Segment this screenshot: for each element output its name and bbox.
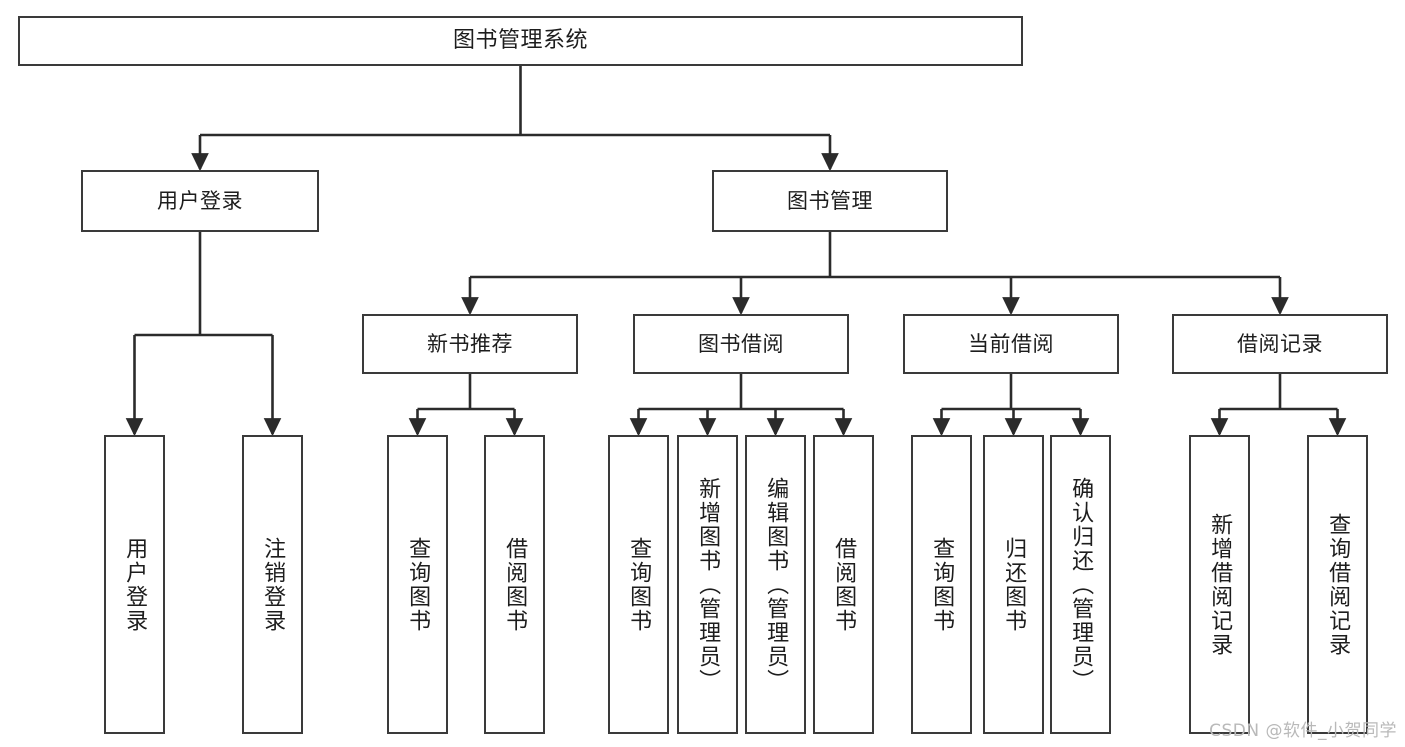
node-new-book-recommendation[interactable]: 新书推荐 bbox=[362, 314, 578, 374]
node-label: 新增图书（管理员） bbox=[695, 476, 721, 693]
node-root-book-management-system[interactable]: 图书管理系统 bbox=[18, 16, 1023, 66]
node-label: 编辑图书（管理员） bbox=[763, 476, 789, 693]
node-leaf-query-borrow-record[interactable]: 查询借阅记录 bbox=[1307, 435, 1368, 734]
node-label: 图书管理系统 bbox=[452, 28, 588, 54]
node-label: 图书借阅 bbox=[698, 331, 784, 356]
node-label: 当前借阅 bbox=[968, 331, 1054, 356]
node-label: 借阅图书 bbox=[831, 536, 857, 633]
node-leaf-borrow-books[interactable]: 借阅图书 bbox=[813, 435, 874, 734]
node-label: 注销登录 bbox=[260, 536, 286, 633]
node-leaf-user-login[interactable]: 用户登录 bbox=[104, 435, 165, 734]
csdn-watermark: CSDN @软件_小贺同学 bbox=[1209, 721, 1397, 741]
node-user-login-module[interactable]: 用户登录 bbox=[81, 170, 319, 232]
node-label: 归还图书 bbox=[1001, 536, 1027, 633]
node-leaf-query-books-recommendation[interactable]: 查询图书 bbox=[387, 435, 448, 734]
node-leaf-logout[interactable]: 注销登录 bbox=[242, 435, 303, 734]
node-book-management-module[interactable]: 图书管理 bbox=[712, 170, 948, 232]
node-label: 用户登录 bbox=[122, 536, 148, 633]
node-leaf-confirm-return-admin[interactable]: 确认归还（管理员） bbox=[1050, 435, 1111, 734]
node-label: 查询图书 bbox=[626, 536, 652, 633]
node-leaf-add-borrow-record[interactable]: 新增借阅记录 bbox=[1189, 435, 1250, 734]
node-label: 查询图书 bbox=[929, 536, 955, 633]
node-label: 用户登录 bbox=[157, 188, 243, 213]
node-current-borrowing[interactable]: 当前借阅 bbox=[903, 314, 1119, 374]
node-label: 确认归还（管理员） bbox=[1068, 476, 1094, 693]
node-label: 查询借阅记录 bbox=[1325, 512, 1351, 657]
node-label: 查询图书 bbox=[405, 536, 431, 633]
node-label: 借阅记录 bbox=[1237, 331, 1323, 356]
node-leaf-add-book-admin[interactable]: 新增图书（管理员） bbox=[677, 435, 738, 734]
node-leaf-edit-book-admin[interactable]: 编辑图书（管理员） bbox=[745, 435, 806, 734]
node-leaf-query-books-borrowing[interactable]: 查询图书 bbox=[608, 435, 669, 734]
node-leaf-borrow-books-recommendation[interactable]: 借阅图书 bbox=[484, 435, 545, 734]
node-borrowing-records[interactable]: 借阅记录 bbox=[1172, 314, 1388, 374]
node-label: 图书管理 bbox=[787, 188, 873, 213]
node-leaf-return-books[interactable]: 归还图书 bbox=[983, 435, 1044, 734]
node-label: 新增借阅记录 bbox=[1207, 512, 1233, 657]
node-book-borrowing[interactable]: 图书借阅 bbox=[633, 314, 849, 374]
node-label: 新书推荐 bbox=[427, 331, 513, 356]
node-label: 借阅图书 bbox=[502, 536, 528, 633]
node-leaf-query-books-current[interactable]: 查询图书 bbox=[911, 435, 972, 734]
